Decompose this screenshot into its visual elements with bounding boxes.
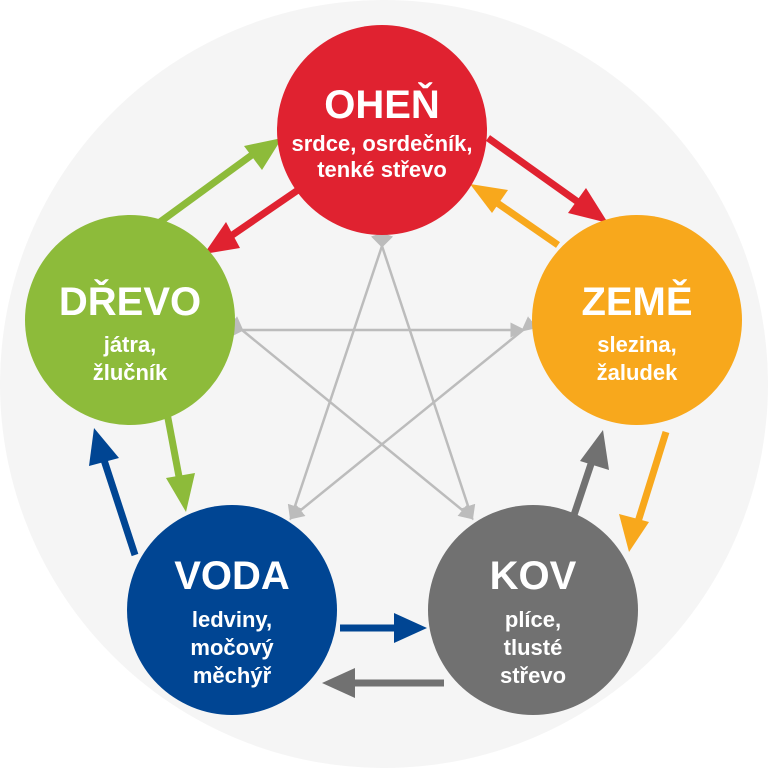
control-star [227, 231, 538, 521]
node-wood: DŘEVO játra, žlučník [25, 215, 235, 425]
node-wood-organ-1: játra, [103, 332, 157, 357]
arrow-wood-to-fire-head [244, 138, 282, 170]
node-water-title: VODA [174, 554, 290, 598]
arrow-fire-to-wood-head [204, 222, 240, 254]
arrow-metal-to-water-head [322, 668, 355, 698]
node-earth-title: ZEMĚ [581, 278, 692, 324]
arrow-wood-to-water [163, 412, 184, 483]
node-fire-organ-1: srdce, osrdečník, [292, 131, 473, 156]
node-earth-organ-2: žaludek [597, 360, 678, 385]
arrow-water-to-metal-head [394, 613, 427, 643]
node-fire-organ-2: tenké střevo [317, 157, 447, 182]
node-metal-title: KOV [490, 554, 577, 598]
node-fire-circle [277, 25, 487, 235]
node-water-circle [127, 505, 337, 715]
node-water: VODA ledviny, močový měchýř [127, 505, 337, 715]
node-metal: KOV plíce, tlusté střevo [428, 505, 638, 715]
arrow-fire-to-earth [485, 135, 588, 210]
arrow-wood-to-fire [157, 149, 259, 225]
node-metal-organ-3: střevo [500, 663, 566, 688]
node-fire-title: OHEŇ [324, 81, 440, 127]
arrow-earth-to-fire-head [470, 184, 508, 213]
node-earth: ZEMĚ slezina, žaludek [532, 215, 742, 425]
arrow-fire-to-earth-head [568, 188, 608, 223]
outer-arrows [89, 135, 670, 698]
node-fire: OHEŇ srdce, osrdečník, tenké střevo [277, 25, 487, 235]
arrow-earth-to-fire [488, 195, 560, 248]
node-earth-circle [532, 215, 742, 425]
arrow-earth-to-metal [633, 430, 670, 527]
node-earth-organ-1: slezina, [597, 332, 676, 357]
node-wood-circle [25, 215, 235, 425]
node-metal-organ-1: plíce, [505, 607, 561, 632]
arrow-water-to-wood-head [89, 428, 119, 466]
node-metal-circle [428, 505, 638, 715]
arrow-wood-to-water-head [166, 473, 195, 512]
node-water-organ-2: močový [190, 635, 274, 660]
node-metal-organ-2: tlusté [504, 635, 563, 660]
arrow-water-to-wood [100, 458, 139, 557]
star-line-earth-water [289, 316, 538, 520]
arrow-metal-to-earth-head [580, 430, 609, 470]
arrow-earth-to-metal-head [619, 514, 649, 552]
node-wood-title: DŘEVO [59, 278, 201, 324]
node-water-organ-3: měchýř [193, 663, 272, 688]
node-wood-organ-2: žlučník [93, 360, 168, 385]
node-water-organ-1: ledviny, [192, 607, 272, 632]
arrow-fire-to-wood [226, 187, 300, 241]
arrow-metal-to-earth [570, 453, 598, 517]
